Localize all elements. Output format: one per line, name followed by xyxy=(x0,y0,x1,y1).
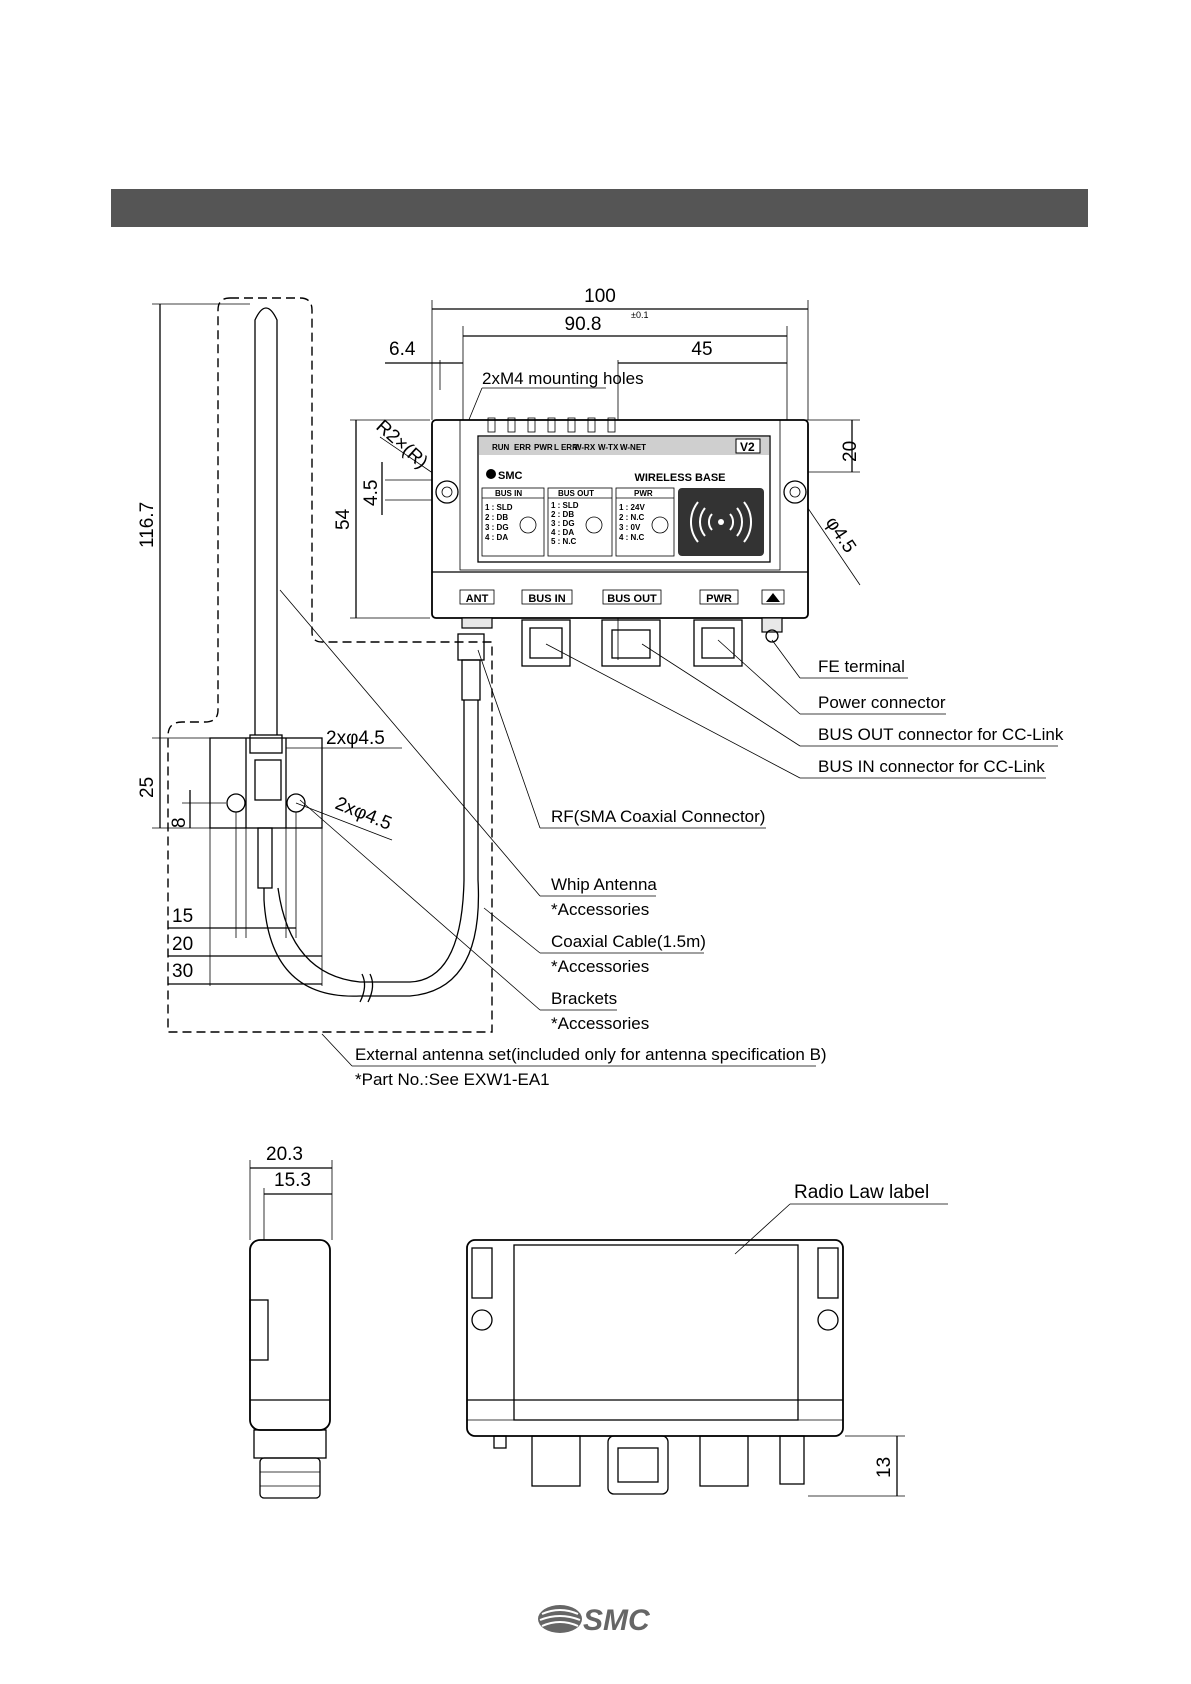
callout-bus-in-connector: BUS IN connector for CC-Link xyxy=(818,757,1045,776)
svg-text:3 : 0V: 3 : 0V xyxy=(619,523,641,532)
svg-text:W-TX: W-TX xyxy=(598,443,619,452)
section-header-bar xyxy=(111,189,1088,227)
callout-rf-connector: RF(SMA Coaxial Connector) xyxy=(551,807,765,826)
bottom-view: 13 Radio Law label xyxy=(466,1182,948,1497)
callout-coaxial-acc: *Accessories xyxy=(551,957,649,976)
dim-25: 25 xyxy=(137,777,158,798)
svg-text:ERR: ERR xyxy=(514,443,531,452)
dim-15: 15 xyxy=(172,906,193,927)
device-title: WIRELESS BASE xyxy=(634,472,725,484)
callout-fe-terminal: FE terminal xyxy=(818,657,905,676)
led-labels: RUN ERR PWR L ERR W-RX W-TX W-NET xyxy=(492,443,646,452)
svg-text:2 : DB: 2 : DB xyxy=(551,510,574,519)
dim-15-3: 15.3 xyxy=(274,1170,311,1191)
callout-part-no: *Part No.:See EXW1-EA1 xyxy=(355,1070,550,1089)
svg-text:3 : DG: 3 : DG xyxy=(551,519,575,528)
svg-text:BUS IN: BUS IN xyxy=(495,489,522,498)
callout-coaxial-cable: Coaxial Cable(1.5m) xyxy=(551,932,706,951)
whip-antenna xyxy=(249,307,283,754)
dim-116-7: 116.7 xyxy=(137,502,158,548)
dim-30: 30 xyxy=(172,961,193,982)
svg-text:1 : SLD: 1 : SLD xyxy=(485,503,513,512)
table-bus-out: BUS OUT 1 : SLD 2 : DB 3 : DG 4 : DA 5 :… xyxy=(547,487,613,557)
port-bus-in-label: BUS IN xyxy=(528,593,565,605)
svg-text:L ERR: L ERR xyxy=(554,443,578,452)
svg-text:RUN: RUN xyxy=(492,443,510,452)
svg-text:1 : SLD: 1 : SLD xyxy=(551,501,579,510)
svg-text:4 : N.C: 4 : N.C xyxy=(619,533,645,542)
callout-bus-out-connector: BUS OUT connector for CC-Link xyxy=(818,725,1064,744)
svg-text:4 : DA: 4 : DA xyxy=(551,528,574,537)
bracket xyxy=(209,737,323,889)
callout-mounting-holes: 2xM4 mounting holes xyxy=(482,369,644,388)
port-ant-label: ANT xyxy=(466,593,489,605)
svg-text:4 : DA: 4 : DA xyxy=(485,533,508,542)
dim-6-4: 6.4 xyxy=(389,339,416,360)
svg-text:W-RX: W-RX xyxy=(574,443,596,452)
dim-radius: R2×(R) xyxy=(372,416,432,473)
callouts: FE terminal Power connector BUS OUT conn… xyxy=(279,589,1064,1089)
callout-whip-antenna: Whip Antenna xyxy=(551,875,657,894)
dim-dia-4-5: φ4.5 xyxy=(821,513,860,557)
wireless-icon xyxy=(678,488,764,556)
callout-whip-acc: *Accessories xyxy=(551,900,649,919)
svg-text:3 : DG: 3 : DG xyxy=(485,523,509,532)
device-top-view: RUN ERR PWR L ERR W-RX W-TX W-NET V2 SMC… xyxy=(431,417,809,667)
label-brand: SMC xyxy=(498,470,523,482)
dim-90-8: 90.8 xyxy=(565,314,602,335)
dim-13: 13 xyxy=(874,1457,895,1478)
dim-bracket-hole-b: 2xφ4.5 xyxy=(332,793,394,835)
connectors xyxy=(461,617,783,667)
port-pwr-label: PWR xyxy=(706,593,732,605)
port-labels: ANT BUS IN BUS OUT PWR xyxy=(459,589,785,605)
callout-brackets: Brackets xyxy=(551,989,617,1008)
svg-text:5 : N.C: 5 : N.C xyxy=(551,537,577,546)
svg-text:PWR: PWR xyxy=(634,489,653,498)
led-slots xyxy=(487,417,616,433)
svg-text:2 : N.C: 2 : N.C xyxy=(619,513,645,522)
dim-20: 20 xyxy=(840,441,861,462)
version-badge: V2 xyxy=(740,440,755,454)
ground-icon xyxy=(766,593,780,602)
footer-logo: SMC xyxy=(538,1604,651,1637)
dim-45: 45 xyxy=(691,339,712,360)
dim-tolerance: ±0.1 xyxy=(631,310,648,320)
dim-100: 100 xyxy=(584,286,616,307)
footer-logo-text: SMC xyxy=(583,1604,651,1637)
table-pwr: PWR 1 : 24V 2 : N.C 3 : 0V 4 : N.C xyxy=(615,487,675,557)
callout-radio-label: Radio Law label xyxy=(794,1182,929,1203)
svg-text:W-NET: W-NET xyxy=(620,443,646,452)
port-bus-out-label: BUS OUT xyxy=(607,593,657,605)
side-view: 20.3 15.3 xyxy=(249,1144,333,1499)
dim-bracket-hole-a: 2xφ4.5 xyxy=(326,728,385,749)
svg-text:2 : DB: 2 : DB xyxy=(485,513,508,522)
callout-antenna-set: External antenna set(included only for a… xyxy=(355,1045,827,1064)
dim-4-5: 4.5 xyxy=(361,480,382,506)
dim-8: 8 xyxy=(169,817,190,828)
table-bus-in: BUS IN 1 : SLD 2 : DB 3 : DG 4 : DA xyxy=(481,487,545,557)
dim-54: 54 xyxy=(333,508,354,530)
callout-power-connector: Power connector xyxy=(818,693,946,712)
antenna-set: 116.7 25 8 2xφ4.5 2xφ4.5 15 20 30 xyxy=(137,297,493,1033)
dim-20b: 20 xyxy=(172,934,193,955)
svg-text:PWR: PWR xyxy=(534,443,553,452)
callout-brackets-acc: *Accessories xyxy=(551,1014,649,1033)
svg-text:BUS OUT: BUS OUT xyxy=(558,489,594,498)
svg-text:1 : 24V: 1 : 24V xyxy=(619,503,645,512)
dim-20-3: 20.3 xyxy=(266,1144,303,1165)
